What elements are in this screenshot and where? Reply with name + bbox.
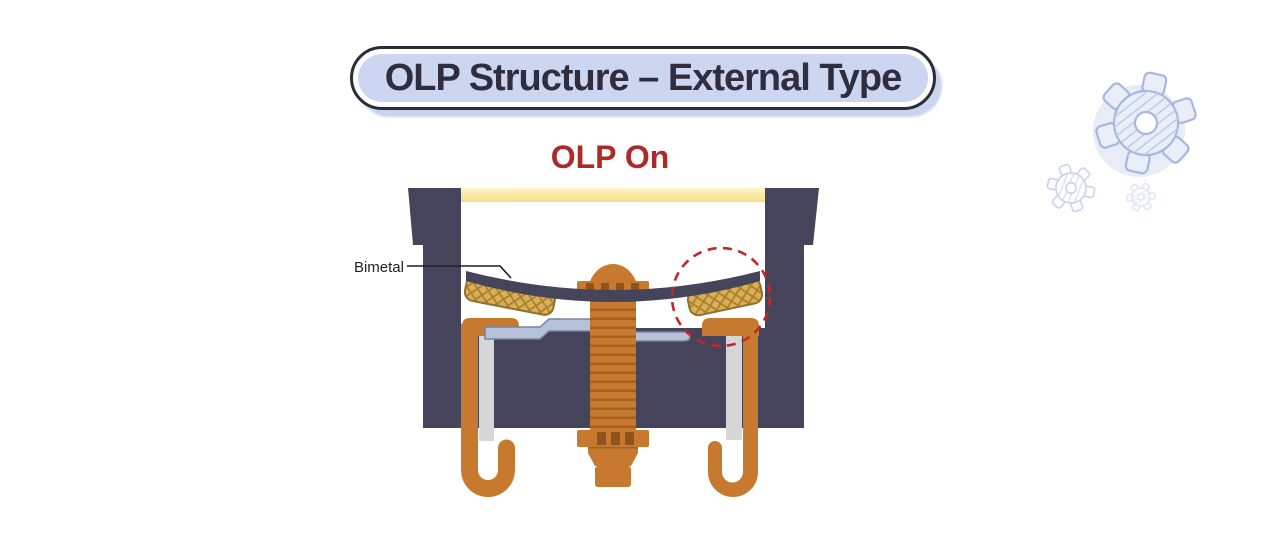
housing-top-seal [461, 188, 765, 202]
contact-highlight-circle [670, 246, 772, 348]
title-pill: OLP Structure – External Type [350, 46, 936, 110]
adjust-screw-shaft [590, 293, 636, 430]
gear-icon-medium [1046, 163, 1096, 213]
terminal-right [702, 318, 759, 497]
adjust-screw-stem [588, 447, 638, 453]
terminal-pin-right [726, 330, 742, 440]
bimetal-strip [466, 271, 760, 302]
bimetal-leader-line [407, 265, 512, 279]
gear-icon-small [1126, 182, 1156, 212]
protector-housing [408, 188, 819, 428]
gear-icon-large [1095, 71, 1197, 175]
bimetal-label: Bimetal [354, 259, 404, 276]
page-title: OLP Structure – External Type [384, 56, 903, 99]
terminal-pin-left [479, 332, 494, 441]
title-pill-inner: OLP Structure – External Type [358, 54, 928, 102]
state-label: OLP On [550, 139, 670, 175]
